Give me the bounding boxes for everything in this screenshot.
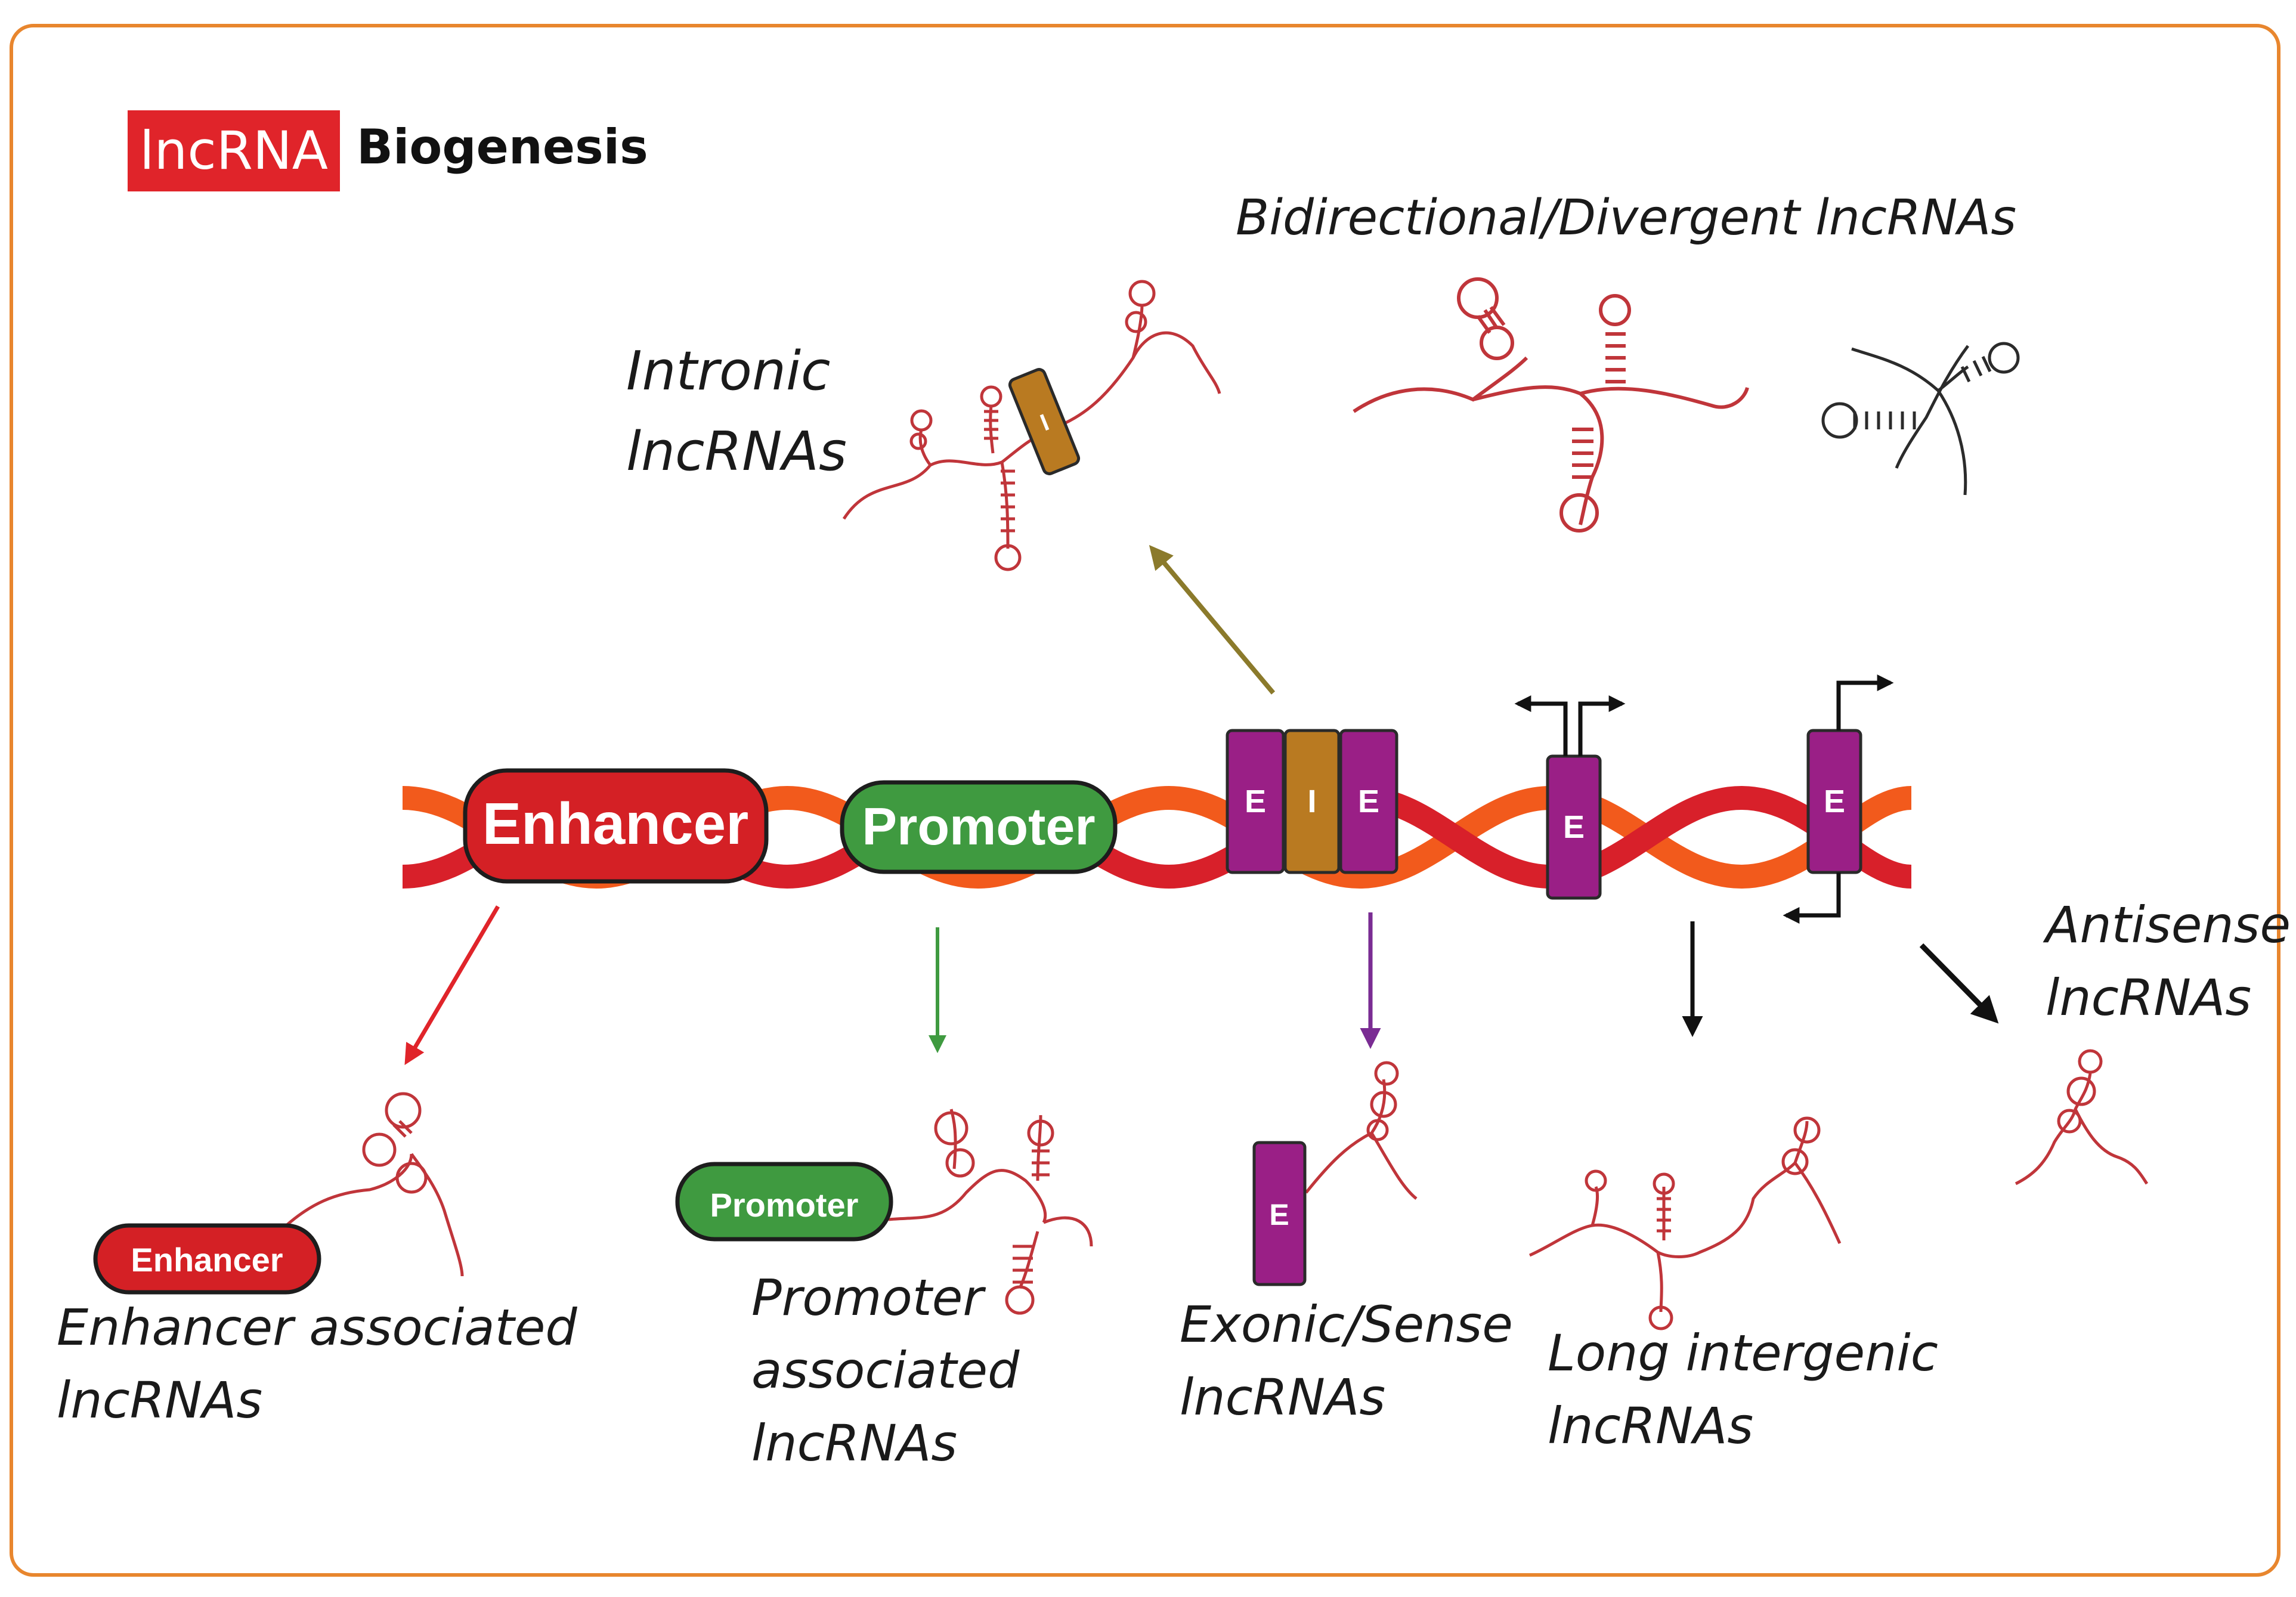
- intron-tag: I: [1008, 368, 1081, 475]
- caption-enhancer-line2: lncRNAs: [57, 1371, 263, 1429]
- exon-intron-exon-block: E I E: [1226, 729, 1398, 874]
- caption-exonic-line1: Exonic/Sense: [1180, 1295, 1513, 1354]
- dna-promoter-element: Promoter: [840, 780, 1118, 874]
- caption-antisense-line1: Antisense: [2046, 896, 2291, 954]
- long-intergenic-structure: [1529, 1116, 1842, 1330]
- exonic-small-label: E: [1269, 1198, 1289, 1231]
- caption-exonic-sense: Exonic/Sense lncRNAs: [1180, 1288, 1513, 1434]
- caption-intergenic-line2: lncRNAs: [1548, 1397, 1754, 1455]
- intron-label: I: [1307, 784, 1316, 819]
- caption-promoter-associated: Promoter associated lncRNAs: [751, 1261, 1019, 1480]
- caption-enhancer-associated: Enhancer associated lncRNAs: [57, 1291, 577, 1437]
- exon-label-2: E: [1358, 784, 1379, 819]
- dna-enhancer-element: Enhancer: [463, 768, 769, 884]
- arrow-to-intronic: [1149, 544, 1276, 695]
- exon-label-4: E: [1824, 784, 1845, 819]
- arrow-to-antisense: [1919, 943, 1999, 1024]
- dna-enhancer-label: Enhancer: [482, 791, 749, 856]
- title-badge-text: lncRNA: [140, 120, 328, 181]
- caption-antisense: Antisense lncRNAs: [2046, 889, 2291, 1034]
- exon-label-3: E: [1563, 809, 1585, 845]
- promoter-associated-structure: Promoter: [675, 1109, 1093, 1315]
- caption-intronic-line2: lncRNAs: [626, 420, 847, 483]
- caption-antisense-line2: lncRNAs: [2046, 968, 2252, 1027]
- bidirectional-black-rna: [1821, 342, 2020, 496]
- bidirectional-red-rna: [1353, 277, 1749, 533]
- caption-promoter-line3: lncRNAs: [751, 1414, 958, 1472]
- bidirectional-exon: E: [1514, 695, 1626, 900]
- caption-enhancer-line1: Enhancer associated: [57, 1298, 577, 1357]
- title-word: Biogenesis: [357, 119, 648, 175]
- caption-promoter-line2: associated: [751, 1341, 1020, 1400]
- antisense-structure: [2015, 1049, 2149, 1186]
- caption-bidirectional: Bidirectional/Divergent lncRNAs: [1236, 190, 2017, 246]
- caption-exonic-line2: lncRNAs: [1180, 1368, 1386, 1426]
- figure-frame: [10, 24, 2280, 1577]
- enhancer-associated-structure: Enhancer: [93, 1092, 464, 1295]
- dna-promoter-label: Promoter: [862, 797, 1095, 856]
- caption-intronic: Intronic lncRNAs: [626, 331, 847, 492]
- caption-long-intergenic: Long intergenic lncRNAs: [1548, 1317, 1938, 1462]
- caption-promoter-line1: Promoter: [751, 1268, 983, 1327]
- exon-label-1: E: [1245, 784, 1266, 819]
- caption-intronic-line1: Intronic: [626, 340, 831, 403]
- title-badge: lncRNA: [128, 110, 340, 191]
- exonic-sense-structure: E: [1252, 1061, 1418, 1286]
- arrow-to-enhancer-associated: [404, 905, 500, 1066]
- caption-intergenic-line1: Long intergenic: [1548, 1324, 1938, 1382]
- antisense-exon: E: [1783, 674, 1894, 924]
- enhancer-small-label: Enhancer: [131, 1241, 283, 1279]
- promoter-small-label: Promoter: [710, 1186, 859, 1224]
